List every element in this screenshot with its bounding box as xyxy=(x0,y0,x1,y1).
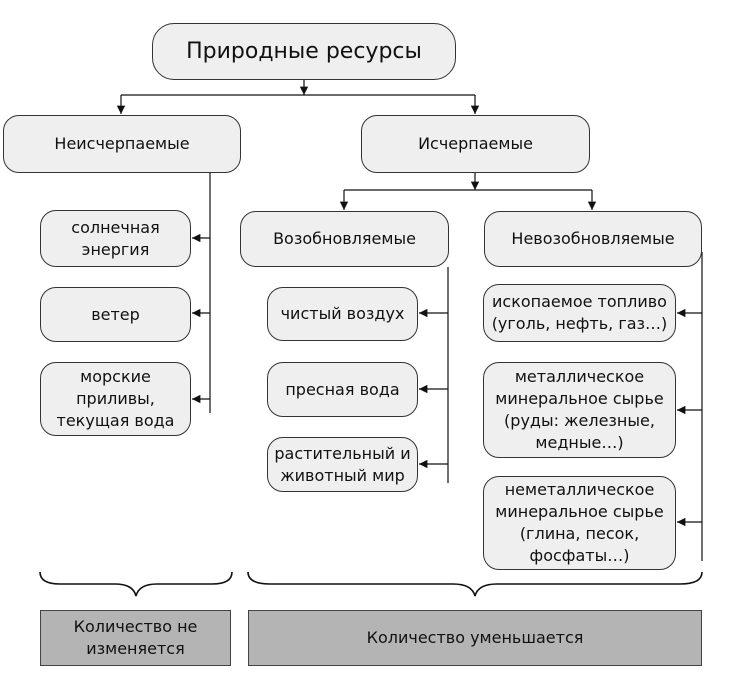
right-curly-brace xyxy=(247,571,703,597)
root-node: Природные ресурсы xyxy=(152,23,456,80)
renewable-label: Возобновляемые xyxy=(273,229,416,248)
inexhaustible-item: морские приливы, текущая вода xyxy=(40,362,191,436)
item-label: металлическое минеральное сырье (руды: ж… xyxy=(495,367,664,452)
item-label: солнечная энергия xyxy=(71,217,160,259)
item-label: растительный и животный мир xyxy=(274,443,411,485)
item-label: ископаемое топливо (уголь, нефть, газ…) xyxy=(491,292,668,333)
item-label: неметаллическое минеральное сырье (глина… xyxy=(495,480,664,565)
nonrenewable-item: неметаллическое минеральное сырье (глина… xyxy=(483,476,676,570)
renewable-item: растительный и животный мир xyxy=(267,437,418,492)
renewable-item: чистый воздух xyxy=(267,287,418,341)
summary-left-label: Количество не изменяется xyxy=(73,617,198,658)
renewable-node: Возобновляемые xyxy=(240,211,449,267)
item-label: морские приливы, текущая вода xyxy=(56,367,175,430)
item-label: ветер xyxy=(91,304,140,324)
inexhaustible-item: ветер xyxy=(40,287,191,342)
item-label: чистый воздух xyxy=(280,304,405,323)
item-label: пресная вода xyxy=(285,379,400,399)
inexhaustible-item: солнечная энергия xyxy=(40,210,191,267)
nonrenewable-item: ископаемое топливо (уголь, нефть, газ…) xyxy=(483,284,676,342)
summary-decreasing: Количество уменьшается xyxy=(248,610,702,666)
renewable-item: пресная вода xyxy=(267,362,418,417)
left-curly-brace xyxy=(39,571,233,597)
nonrenewable-node: Невозобновляемые xyxy=(484,211,702,267)
exhaustible-label: Исчерпаемые xyxy=(418,134,533,153)
root-label: Природные ресурсы xyxy=(186,38,422,64)
summary-unchanged: Количество не изменяется xyxy=(40,610,231,666)
inexhaustible-label: Неисчерпаемые xyxy=(54,134,190,153)
exhaustible-node: Исчерпаемые xyxy=(361,115,590,173)
summary-right-label: Количество уменьшается xyxy=(366,628,584,647)
inexhaustible-node: Неисчерпаемые xyxy=(3,115,241,173)
nonrenewable-label: Невозобновляемые xyxy=(511,229,675,248)
nonrenewable-item: металлическое минеральное сырье (руды: ж… xyxy=(483,362,676,458)
